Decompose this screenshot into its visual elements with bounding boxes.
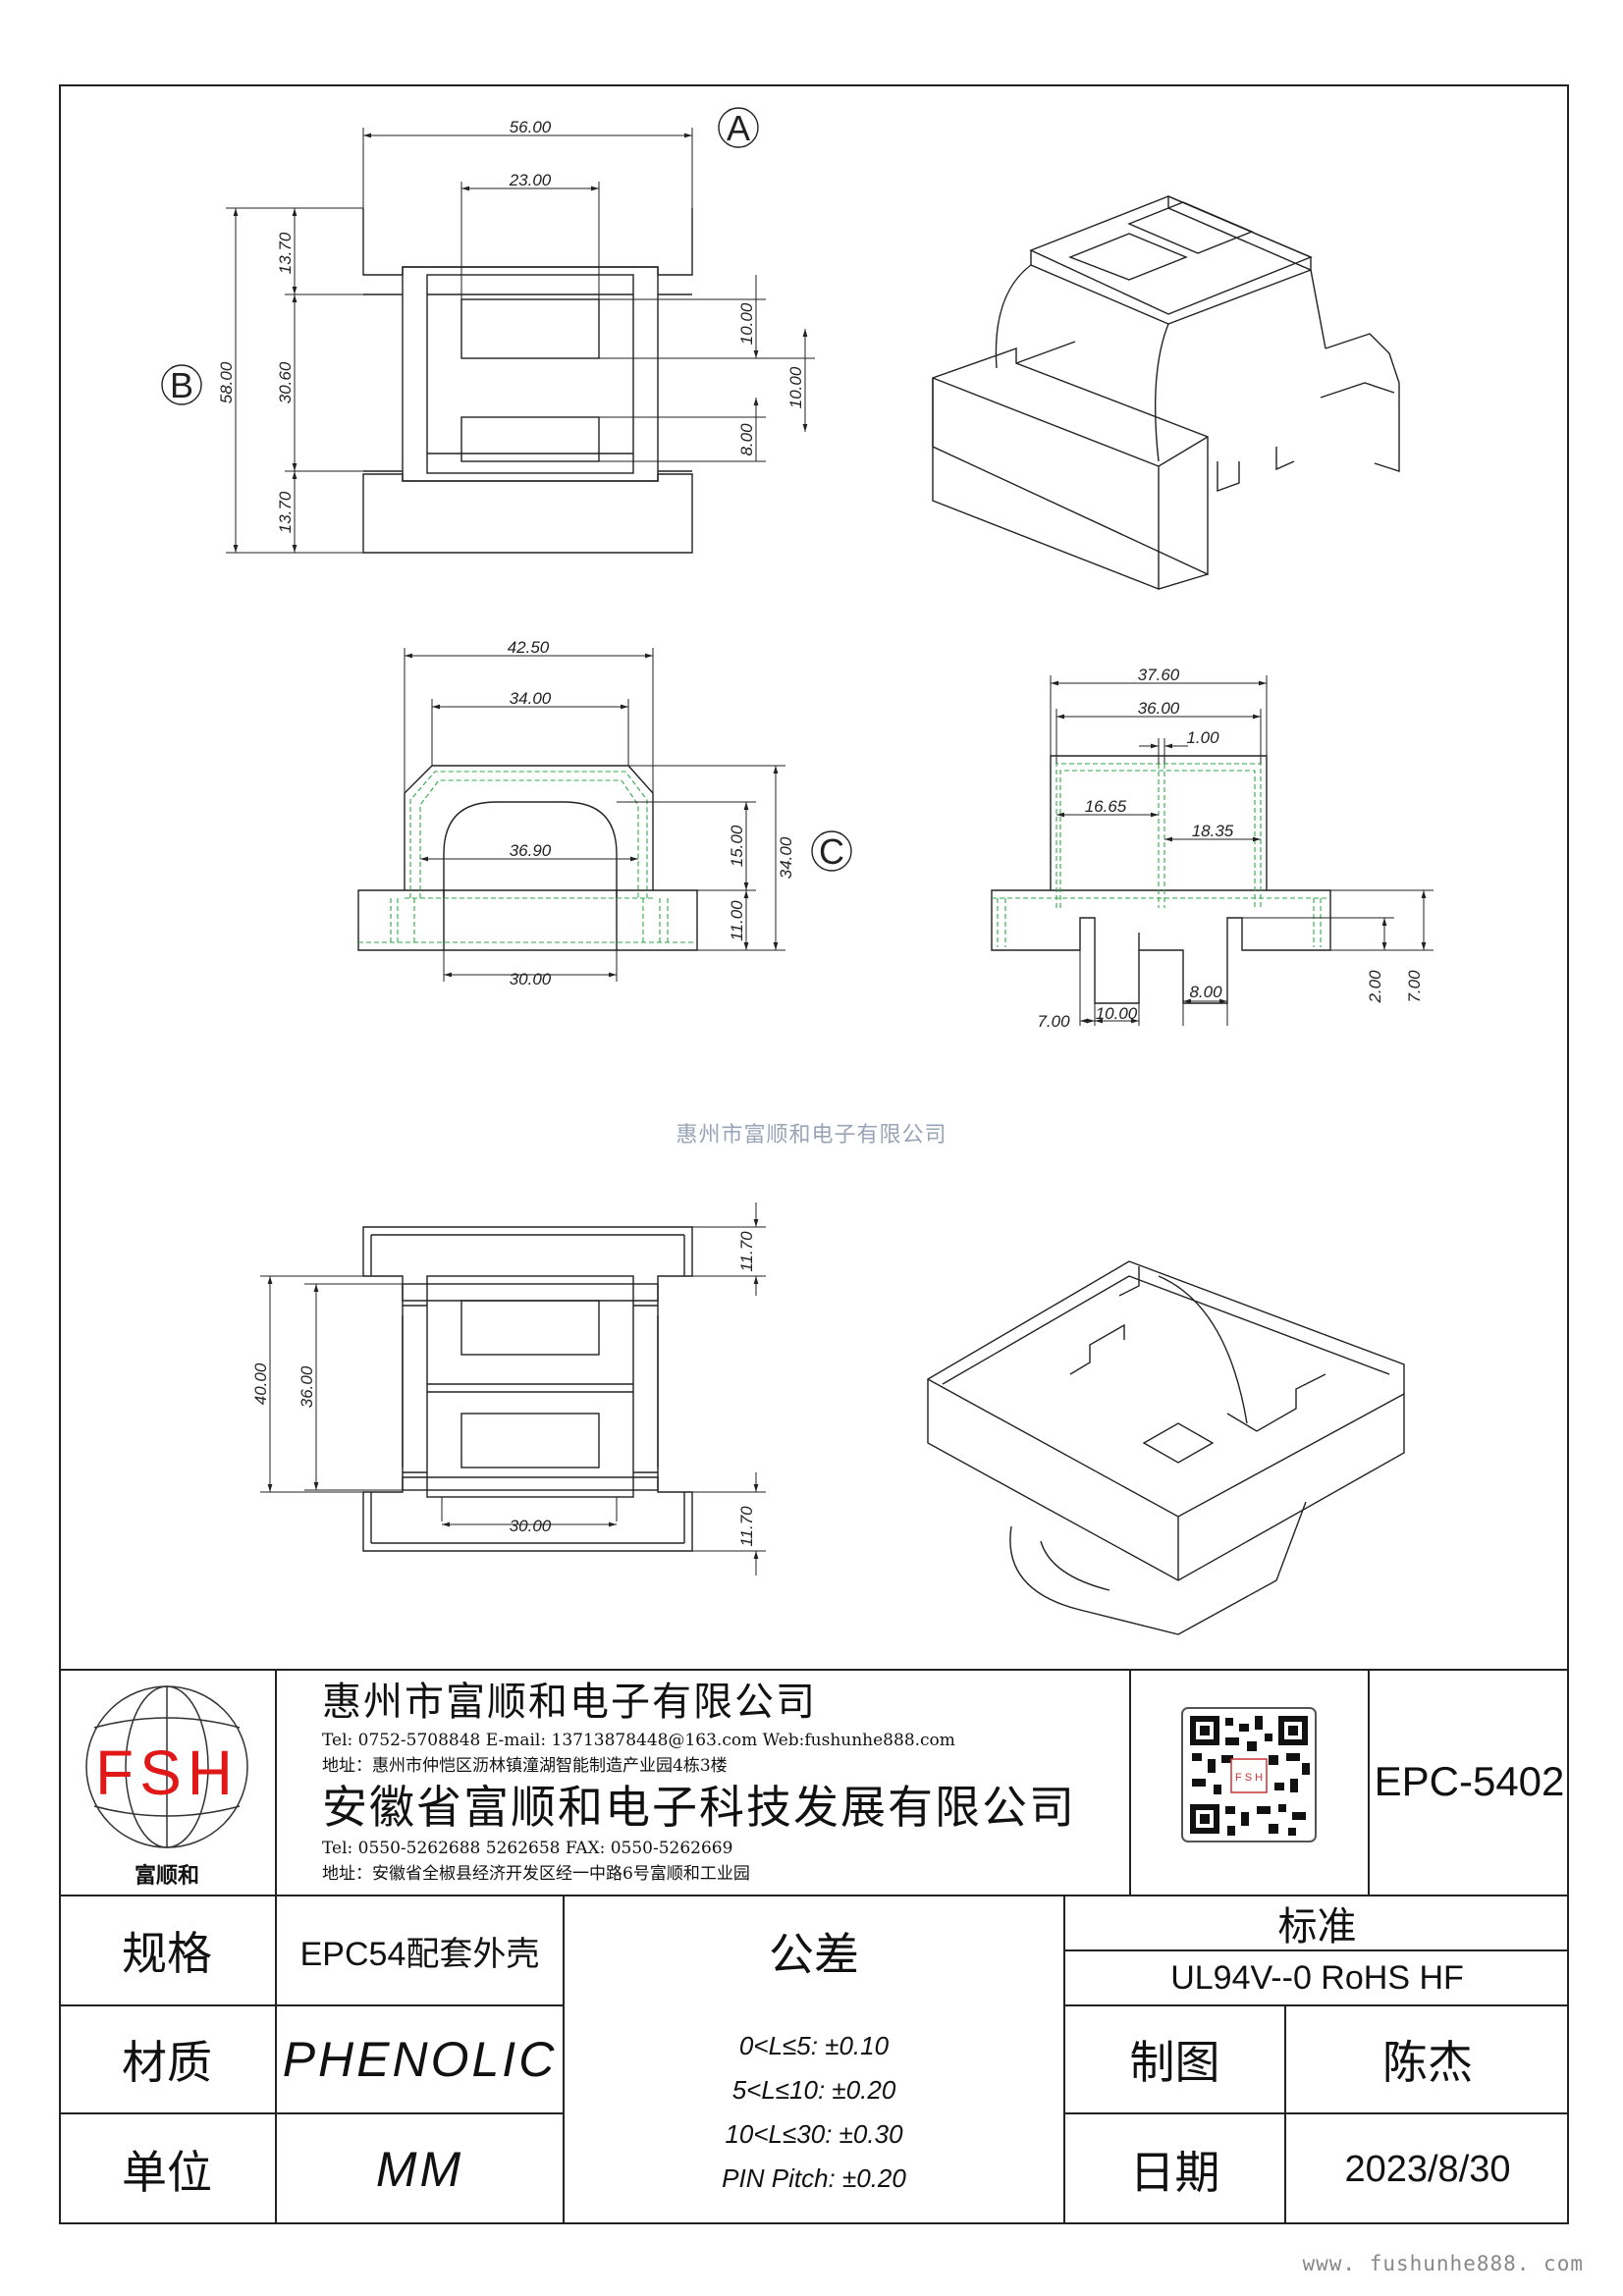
bottom-view (362, 1226, 693, 1552)
isometric-view-bottom (927, 1260, 1405, 1635)
dim-label: 56.00 (510, 118, 552, 136)
tolerance-line: 10<L≤30: ±0.30 (725, 2119, 903, 2149)
dim-label: 11.70 (737, 1506, 756, 1547)
dim-label: 36.00 (298, 1365, 316, 1408)
qr-code[interactable]: F S H (1131, 1669, 1370, 1896)
globe-logo-icon: FSH 富顺和 (85, 1685, 248, 1889)
company-contact-anhui: Tel: 0550-5262688 5262658 FAX: 0550-5262… (322, 1839, 733, 1858)
dim-label: 58.00 (217, 361, 236, 403)
dim-label: 11.70 (737, 1231, 756, 1272)
spec-value: EPC54配套外壳 (277, 1896, 565, 2006)
tolerance-values: 0<L≤5: ±0.10 5<L≤10: ±0.20 10<L≤30: ±0.3… (565, 2006, 1065, 2224)
dim-label: 42.50 (508, 638, 550, 657)
svg-text:富顺和: 富顺和 (135, 1863, 199, 1889)
callout-c: C (819, 831, 844, 872)
dim-label: 40.00 (251, 1362, 270, 1405)
dim-label: 34.00 (510, 689, 552, 708)
dim-label: 1.00 (1186, 728, 1219, 747)
dim-label: 13.70 (276, 491, 295, 533)
tolerance-line: 5<L≤10: ±0.20 (731, 2075, 896, 2105)
dim-label: 8.00 (1189, 983, 1222, 1001)
dim-label: 2.00 (1366, 970, 1384, 1004)
standard-value: UL94V--0 RoHS HF (1065, 1951, 1569, 2006)
title-block: FSH 富顺和 惠州市富顺和电子有限公司 Tel: 0752-5708848 E… (59, 1669, 1569, 2224)
tolerance-line: PIN Pitch: ±0.20 (722, 2163, 906, 2193)
dim-label: 10.00 (786, 366, 805, 408)
tolerance-label: 公差 (565, 1896, 1065, 2006)
dim-label: 37.60 (1138, 666, 1180, 684)
drawn-by-label: 制图 (1065, 2006, 1286, 2114)
dim-label: 11.00 (728, 900, 746, 941)
company-name-anhui: 安徽省富顺和电子科技发展有限公司 (322, 1781, 1076, 1834)
dim-label: 30.00 (510, 1517, 552, 1535)
company-logo: FSH 富顺和 (59, 1669, 277, 1896)
dim-label: 16.65 (1085, 797, 1127, 816)
website-footer: www. fushunhe888. com (1302, 2252, 1584, 2275)
company-name-huizhou: 惠州市富顺和电子有限公司 (322, 1680, 817, 1725)
technical-drawing: A B C 56.00 23.00 13.70 30.60 13.70 58.0… (161, 107, 1434, 1635)
callout-a: A (727, 108, 750, 148)
watermark: 惠州市富顺和电子有限公司 (676, 1123, 947, 1148)
material-value: PHENOLIC (277, 2006, 565, 2114)
company-address-huizhou: 地址：惠州市仲恺区沥林镇潼湖智能制造产业园4栋3楼 (322, 1756, 728, 1776)
dim-label: 30.60 (276, 361, 295, 403)
dim-label: 15.00 (728, 825, 746, 867)
drawing-frame (59, 84, 1569, 2224)
dim-label: 8.00 (737, 423, 756, 456)
date-label: 日期 (1065, 2114, 1286, 2224)
dim-label: 18.35 (1192, 822, 1234, 840)
top-view (362, 208, 693, 554)
isometric-view-top (932, 194, 1400, 590)
model-number: EPC-5402 (1370, 1669, 1569, 1896)
dim-label: 34.00 (777, 836, 795, 879)
company-info: 惠州市富顺和电子有限公司 Tel: 0752-5708848 E-mail: 1… (277, 1669, 1131, 1896)
side-view (991, 755, 1331, 1004)
tolerance-line: 0<L≤5: ±0.10 (738, 2031, 890, 2060)
dim-label: 30.00 (510, 970, 552, 988)
svg-text:F S H: F S H (1235, 1772, 1263, 1784)
material-label: 材质 (59, 2006, 277, 2114)
qr-code-icon: F S H (1181, 1707, 1317, 1842)
dim-label: 36.00 (1138, 699, 1180, 718)
dim-label: 7.00 (1037, 1012, 1070, 1031)
company-address-anhui: 地址：安徽省全椒县经济开发区经一中路6号富顺和工业园 (322, 1864, 750, 1884)
dim-label: 36.90 (510, 841, 552, 860)
dim-label: 13.70 (276, 232, 295, 274)
standard-label: 标准 (1065, 1896, 1569, 1951)
dim-label: 7.00 (1405, 970, 1424, 1003)
company-contact-huizhou: Tel: 0752-5708848 E-mail: 13713878448@16… (322, 1731, 955, 1750)
svg-text:FSH: FSH (95, 1737, 239, 1808)
dim-label: 23.00 (509, 171, 552, 189)
unit-label: 单位 (59, 2114, 277, 2224)
callout-b: B (170, 365, 193, 405)
dim-label: 10.00 (737, 302, 756, 345)
dim-label: 10.00 (1096, 1004, 1138, 1023)
spec-label: 规格 (59, 1896, 277, 2006)
unit-value: MM (277, 2114, 565, 2224)
date-value: 2023/8/30 (1344, 2148, 1511, 2190)
drawn-by-value: 陈杰 (1286, 2006, 1569, 2114)
